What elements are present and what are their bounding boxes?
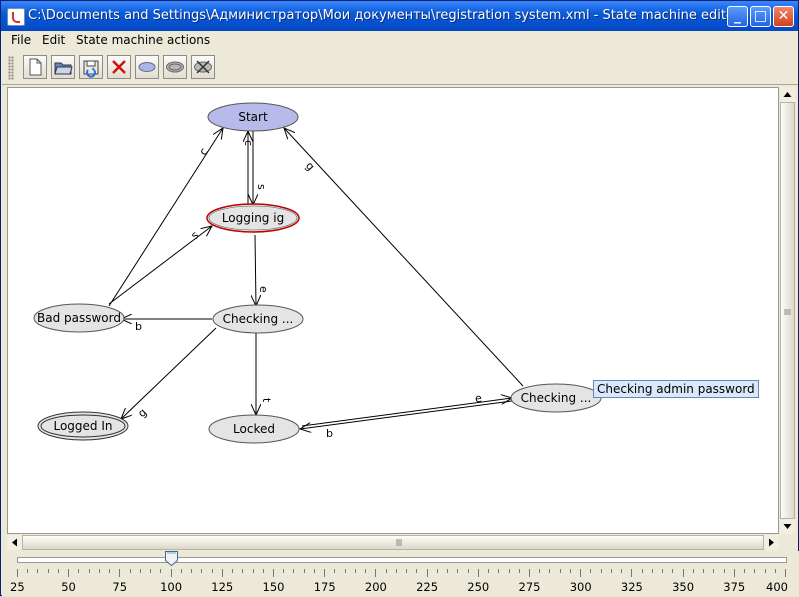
scroll-down-button[interactable] — [780, 519, 795, 534]
transition-checking2-to-start[interactable] — [284, 128, 524, 387]
slider-tick-label: 75 — [112, 580, 128, 594]
menu-file[interactable]: File — [11, 33, 32, 47]
transition-label: e — [474, 392, 483, 406]
transition-label: c — [197, 145, 211, 157]
add-state-icon — [138, 62, 156, 72]
slider-tick-label: 400 — [766, 580, 788, 594]
transition-label: t — [260, 398, 273, 403]
close-button[interactable]: ✕ — [773, 6, 794, 27]
state-checking-2[interactable]: Checking ... — [510, 383, 602, 413]
maximize-button[interactable]: □ — [750, 6, 771, 27]
transition-checking2-to-locked[interactable] — [300, 400, 513, 429]
menu-edit[interactable]: Edit — [42, 33, 66, 47]
zoom-slider-ticks — [17, 569, 786, 577]
transition-label: e — [257, 286, 270, 293]
state-label: Bad password — [37, 311, 121, 325]
slider-tick-label: 175 — [313, 580, 336, 594]
menu-bar: File Edit State machine actions — [2, 31, 798, 51]
state-logging[interactable]: Logging ig — [206, 203, 300, 233]
slider-tick-label: 200 — [364, 580, 387, 594]
zoom-slider-track[interactable] — [17, 557, 787, 563]
arrow-right-icon — [769, 538, 774, 547]
grip-lines-icon — [396, 539, 402, 546]
state-locked[interactable]: Locked — [208, 414, 300, 444]
transition-label: s — [255, 184, 268, 190]
save-button[interactable] — [79, 55, 103, 79]
horizontal-scroll-thumb[interactable] — [22, 535, 764, 550]
open-button[interactable] — [51, 55, 75, 79]
vertical-scroll-thumb[interactable] — [780, 102, 795, 519]
transition-label: b — [135, 320, 142, 333]
add-final-state-button[interactable] — [163, 55, 187, 79]
transition-locked-to-checking2[interactable] — [301, 398, 512, 427]
toolbar — [2, 51, 798, 85]
open-folder-icon — [54, 62, 73, 75]
state-label: Checking ... — [521, 391, 592, 405]
remove-state-button[interactable] — [191, 55, 215, 79]
arrow-down-icon — [783, 524, 792, 529]
transition-logging-to-checking1[interactable] — [255, 234, 256, 306]
state-bad-password[interactable]: Bad password — [33, 303, 125, 333]
minimize-icon: _ — [734, 8, 741, 24]
transition-bad-to-start[interactable] — [108, 128, 223, 307]
close-icon: ✕ — [777, 8, 790, 24]
slider-tick-label: 25 — [10, 580, 25, 594]
state-label: Locked — [233, 422, 275, 436]
state-logged-in[interactable]: Logged In — [37, 411, 129, 441]
toolbar-grip[interactable] — [8, 56, 14, 80]
minimize-button[interactable]: _ — [727, 6, 748, 27]
zoom-slider-panel: 25 50 75 100 125 150 175 200 225 250 275 300 325 350 3… — [2, 551, 799, 597]
state-label: Checking ... — [223, 312, 294, 326]
vertical-scrollbar[interactable] — [780, 87, 795, 534]
slider-tick-label: 150 — [262, 580, 285, 594]
slider-tick-label: 275 — [518, 580, 541, 594]
transition-bad-to-logging[interactable] — [108, 226, 212, 305]
state-label: Logging ig — [222, 211, 284, 225]
remove-state-icon — [194, 60, 212, 74]
arrow-up-icon — [783, 92, 792, 97]
title-bar[interactable]: C:\Documents and Settings\Администратор\… — [1, 1, 798, 31]
maximize-icon: □ — [753, 8, 768, 24]
transition-label: c — [242, 140, 255, 146]
state-graph[interactable]: c c s s e b g t e b g Start Logging ig — [8, 88, 778, 533]
scroll-right-button[interactable] — [764, 535, 779, 550]
slider-tick-label: 225 — [416, 580, 439, 594]
java-app-icon — [7, 8, 25, 26]
new-document-icon — [29, 58, 42, 76]
slider-tick-label: 50 — [61, 580, 76, 594]
add-state-button[interactable] — [135, 55, 159, 79]
state-label: Start — [238, 110, 268, 124]
state-start[interactable]: Start — [207, 102, 299, 132]
transition-label: g — [135, 406, 149, 420]
slider-tick-label: 300 — [569, 580, 592, 594]
scroll-corner — [780, 535, 795, 550]
slider-tick-label: 325 — [620, 580, 643, 594]
scroll-up-button[interactable] — [780, 87, 795, 102]
zoom-slider-thumb[interactable] — [164, 551, 178, 566]
add-final-state-icon — [166, 61, 184, 73]
transition-checking1-to-logged[interactable] — [121, 327, 217, 419]
grip-lines-icon — [784, 309, 791, 315]
new-button[interactable] — [23, 55, 47, 79]
save-icon — [83, 60, 99, 78]
transition-label: b — [326, 427, 333, 440]
slider-tick-label: 350 — [672, 580, 695, 594]
transition-label: g — [303, 159, 317, 173]
slider-tick-label: 375 — [723, 580, 746, 594]
state-tooltip: Checking admin password — [593, 380, 759, 398]
slider-tick-label: 100 — [160, 580, 183, 594]
delete-button[interactable] — [107, 55, 131, 79]
scroll-left-button[interactable] — [7, 535, 22, 550]
horizontal-scrollbar[interactable] — [7, 535, 779, 550]
arrow-left-icon — [12, 538, 17, 547]
delete-x-icon — [112, 60, 126, 74]
window-title: C:\Documents and Settings\Администратор\… — [28, 8, 740, 23]
slider-tick-label: 250 — [467, 580, 490, 594]
state-machine-canvas[interactable]: c c s s e b g t e b g Start Logging ig — [7, 87, 779, 534]
state-checking-1[interactable]: Checking ... — [212, 304, 304, 334]
slider-tick-label: 125 — [211, 580, 234, 594]
menu-state-machine-actions[interactable]: State machine actions — [76, 33, 211, 47]
state-label: Logged In — [53, 419, 112, 433]
